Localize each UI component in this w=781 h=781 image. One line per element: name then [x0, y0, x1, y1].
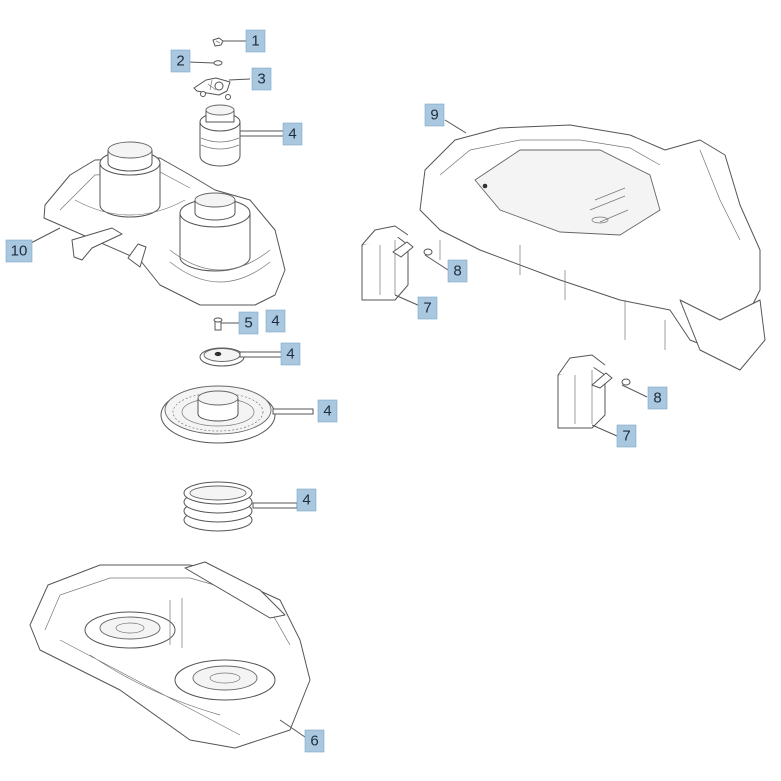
- callout-4-motor-label: 4: [288, 126, 296, 143]
- callout-1: 1: [245, 29, 266, 53]
- callout-5: 5: [238, 311, 259, 335]
- callout-9: 9: [424, 103, 445, 127]
- callout-5-label: 5: [244, 315, 252, 332]
- callout-8-upper: 8: [447, 259, 468, 283]
- callout-8-lower: 8: [647, 386, 668, 410]
- callout-1-label: 1: [251, 33, 259, 50]
- disc-part: [199, 347, 245, 367]
- callout-8-lower-label: 8: [653, 390, 661, 407]
- callout-3: 3: [251, 67, 272, 91]
- washer-part: [213, 60, 223, 66]
- bracket-part-upper: [361, 225, 414, 301]
- spring-rings-part: [183, 481, 253, 532]
- motor-part: [199, 104, 241, 167]
- callout-4-disc-label: 4: [286, 346, 294, 363]
- leader-lines: [26, 40, 648, 738]
- callout-7-upper-label: 7: [423, 300, 431, 317]
- callout-4-gear-label: 4: [323, 403, 331, 420]
- callout-5-set-label: 4: [271, 313, 279, 330]
- callout-4-gear: 4: [317, 399, 338, 423]
- callout-10: 10: [5, 239, 33, 263]
- callout-4-motor: 4: [282, 122, 303, 146]
- callout-2-label: 2: [176, 53, 184, 70]
- callout-5-set: 4: [265, 309, 286, 333]
- screw-part: [212, 37, 224, 47]
- callout-4-rings-label: 4: [302, 492, 310, 509]
- pin-part-lower: [621, 378, 631, 386]
- callout-4-disc: 4: [280, 342, 301, 366]
- callout-7-lower-label: 7: [622, 428, 630, 445]
- callout-6-label: 6: [310, 733, 318, 750]
- callout-7-upper: 7: [417, 296, 438, 320]
- lower-chassis-part: [29, 561, 311, 749]
- pin-part-upper: [423, 248, 433, 256]
- callout-10-label: 10: [11, 243, 28, 260]
- callout-7-lower: 7: [616, 424, 637, 448]
- callout-9-label: 9: [430, 107, 438, 124]
- callout-3-label: 3: [257, 71, 265, 88]
- upper-deck-part: [43, 141, 286, 306]
- small-screw-part: [213, 317, 223, 331]
- callout-4-rings: 4: [296, 488, 317, 512]
- connector-part: [193, 77, 231, 100]
- callout-8-upper-label: 8: [453, 263, 461, 280]
- top-cover-part: [419, 124, 766, 371]
- gear-ring-part: [160, 385, 276, 444]
- bracket-part-lower: [557, 354, 613, 429]
- callout-2: 2: [170, 49, 191, 73]
- callout-6: 6: [304, 729, 325, 753]
